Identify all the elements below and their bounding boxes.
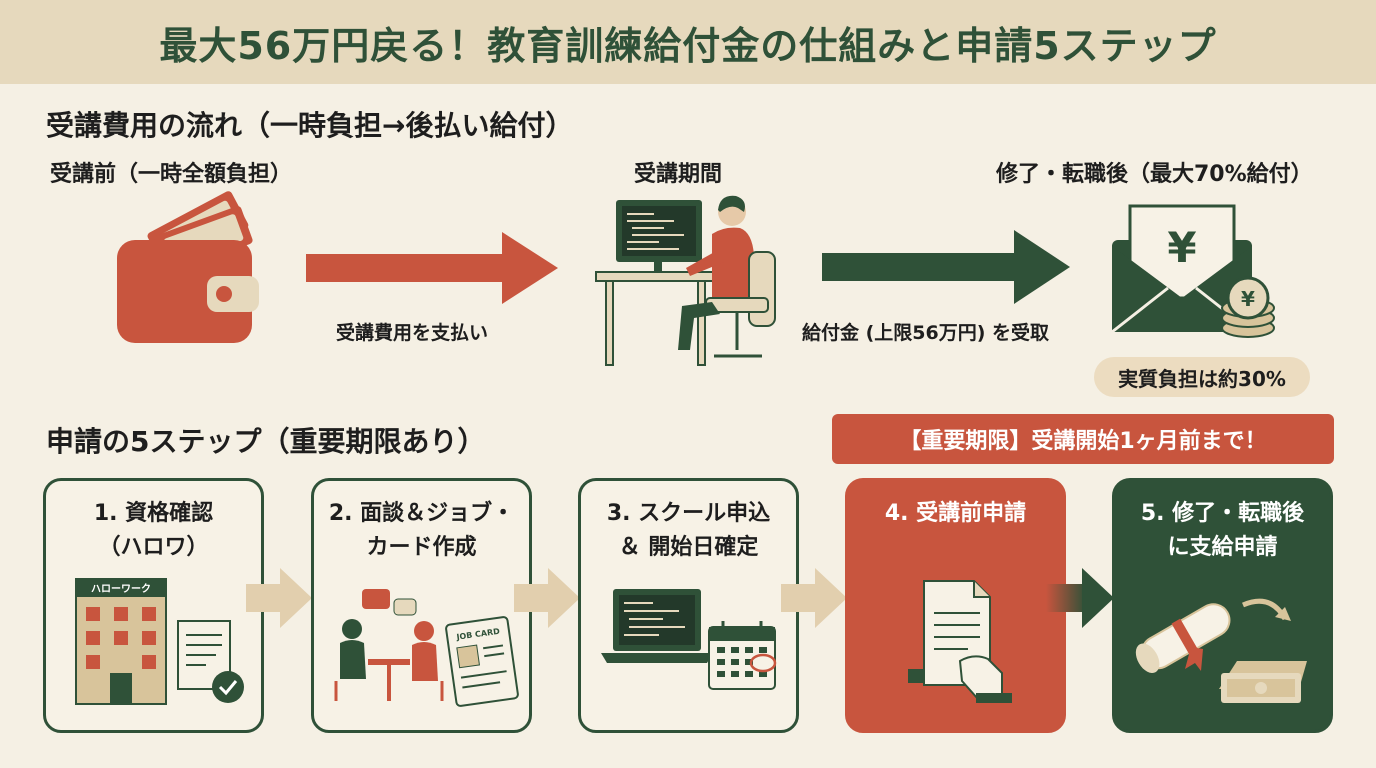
benefit-arrow [822, 230, 1070, 304]
step-1-card: 1. 資格確認 （ハロワ） ハローワーク [43, 478, 264, 733]
benefit-caption: 給付金 (上限56万円) を受取 [802, 322, 1050, 344]
svg-text:¥: ¥ [1241, 287, 1255, 311]
document-hand-icon [908, 580, 1012, 703]
interview-icon: JOB CARD [334, 589, 519, 707]
step-arrow-3 [781, 568, 847, 628]
svg-text:¥: ¥ [1167, 223, 1196, 272]
page-title: 最大56万円戻る！教育訓練給付金の仕組みと申請5ステップ [159, 23, 1217, 68]
payment-caption: 受講費用を支払い [336, 322, 489, 344]
flow-section-title: 受講費用の流れ（一時負担→後払い給付） [46, 109, 574, 142]
wallet-icon [117, 191, 259, 343]
stage-label-before: 受講前（一時全額負担） [50, 162, 293, 187]
yen-envelope-icon: ¥ ¥ [1111, 204, 1275, 338]
steps-section-title: 申請の5ステップ（重要期限あり） [46, 425, 486, 458]
step-5-label: 5. 修了・転職後 に支給申請 [1140, 501, 1305, 560]
effective-cost-badge: 実質負担は約30% [1094, 357, 1310, 397]
stage-label-during: 受講期間 [634, 162, 723, 187]
header-banner: 最大56万円戻る！教育訓練給付金の仕組みと申請5ステップ [0, 0, 1376, 84]
step-4-label: 4. 受講前申請 [884, 501, 1027, 526]
person-at-computer-icon [595, 195, 776, 366]
step-3-label: 3. スクール申込 ＆ 開始日確定 [606, 501, 771, 560]
deadline-banner: 【重要期限】受講開始1ヶ月前まで！ [832, 414, 1334, 464]
step-arrow-4 [1046, 568, 1114, 628]
step-4-card: 4. 受講前申請 [845, 478, 1066, 733]
step-arrow-1 [246, 568, 312, 628]
laptop-calendar-icon [601, 589, 777, 690]
step-2-card: 2. 面談＆ジョブ・ カード作成 JOB CARD [311, 478, 532, 733]
step-3-card: 3. スクール申込 ＆ 開始日確定 [578, 478, 799, 733]
step-5-card: 5. 修了・転職後 に支給申請 [1112, 478, 1333, 733]
step-2-label: 2. 面談＆ジョブ・ カード作成 [328, 501, 515, 560]
building-sign: ハローワーク [91, 583, 151, 595]
diploma-money-icon [1135, 598, 1307, 703]
step-1-label: 1. 資格確認 （ハロワ） [93, 501, 214, 560]
stage-label-after: 修了・転職後（最大70%給付） [996, 162, 1313, 187]
payment-arrow [306, 232, 558, 304]
step-arrow-2 [514, 568, 580, 628]
hello-work-building-icon: ハローワーク [75, 578, 244, 705]
